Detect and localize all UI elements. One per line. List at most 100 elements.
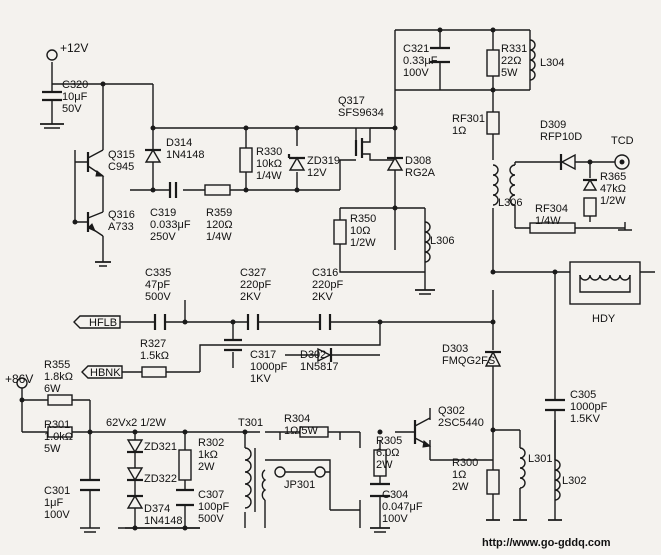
- label-line: 5W: [44, 443, 61, 455]
- zener-zd321: [126, 439, 144, 454]
- cap-c319: [168, 182, 178, 198]
- cap-c307: [176, 488, 194, 507]
- label-jp301: JP301: [284, 479, 315, 491]
- label-zd: 62Vx2 1/2W: [106, 417, 167, 429]
- connector-hbnk: [81, 365, 123, 379]
- label-line: 2KV: [312, 291, 333, 303]
- label-line: R359: [206, 207, 232, 219]
- label-zd321: ZD321: [144, 441, 177, 453]
- label-line: 1N4148: [144, 515, 183, 527]
- diode-d314: [144, 148, 162, 163]
- yoke-hdy: [569, 261, 641, 305]
- resistor-rf301: [486, 111, 500, 135]
- label-line: 62Vx2 1/2W: [106, 417, 167, 429]
- label-line: 47kΩ: [600, 183, 626, 195]
- inductor-l301: [519, 447, 526, 489]
- label-line: 1KV: [250, 373, 271, 385]
- label-line: 220pF: [240, 279, 271, 291]
- label-12v: +12V: [60, 41, 88, 55]
- label-tcd: TCD: [611, 135, 634, 147]
- label-line: R365: [600, 171, 626, 183]
- label-line: 1kΩ: [198, 449, 218, 461]
- label-l302: L302: [562, 475, 586, 487]
- label-line: R300: [452, 457, 478, 469]
- label-line: 5W: [501, 67, 518, 79]
- label-line: D308: [405, 155, 431, 167]
- label-line: R330: [256, 146, 282, 158]
- diode-small: [582, 178, 598, 191]
- label-line: 10Ω: [350, 225, 370, 237]
- label-line: 1/4W: [535, 215, 561, 227]
- transistor-q315: [86, 149, 105, 177]
- label-line: 1Ω/5W: [284, 425, 319, 437]
- resistor-r359: [204, 184, 231, 196]
- resistor-r350: [333, 219, 347, 245]
- label-line: C317: [250, 349, 276, 361]
- label-line: L306: [498, 197, 522, 209]
- label-line: R331: [501, 43, 527, 55]
- label-line: L304: [540, 57, 564, 69]
- label-line: D302: [300, 349, 326, 361]
- label-line: 10μF: [62, 91, 88, 103]
- label-t301: T301: [238, 417, 263, 429]
- label-line: 1.5kΩ: [140, 350, 169, 362]
- junction-dots: [19, 27, 593, 531]
- label-line: 0.033μF: [150, 219, 191, 231]
- label-line: SFS9634: [338, 107, 384, 119]
- components: [16, 39, 641, 533]
- label-line: 1N5817: [300, 361, 339, 373]
- label-line: 1Ω: [452, 469, 466, 481]
- cap-c301: [80, 478, 100, 492]
- label-line: 1Ω: [452, 125, 466, 137]
- label-line: ZD319: [307, 155, 340, 167]
- label-line: R304: [284, 413, 310, 425]
- label-line: 1.0kΩ: [44, 431, 73, 443]
- label-line: 1.8kΩ: [44, 371, 73, 383]
- label-line: 2SC5440: [438, 417, 484, 429]
- zener-zd322: [126, 467, 144, 482]
- zener-zd319: [287, 154, 306, 171]
- label-line: 2W: [376, 459, 393, 471]
- resistor-r327: [141, 366, 167, 378]
- label-line: HDY: [592, 313, 616, 325]
- label-line: HBNK: [90, 367, 121, 379]
- terminal-12v: [46, 49, 58, 61]
- label-line: 0.047μF: [382, 501, 423, 513]
- label-line: 500V: [145, 291, 171, 303]
- label-zd322: ZD322: [144, 473, 177, 485]
- cap-c316: [318, 314, 332, 330]
- cap-c321: [430, 46, 450, 64]
- label-line: R302: [198, 437, 224, 449]
- label-l306b: L306: [498, 197, 522, 209]
- resistor-r302: [178, 449, 192, 481]
- label-l304: L304: [540, 57, 564, 69]
- label-line: C321: [403, 43, 429, 55]
- label-line: D374: [144, 503, 170, 515]
- transformer-l306: [492, 162, 516, 228]
- diode-d308: [386, 156, 404, 171]
- cap-c304: [370, 482, 390, 498]
- label-line: 1000pF: [250, 361, 288, 373]
- label-line: C304: [382, 489, 408, 501]
- label-line: 22Ω: [501, 55, 521, 67]
- diode-d303: [484, 350, 502, 367]
